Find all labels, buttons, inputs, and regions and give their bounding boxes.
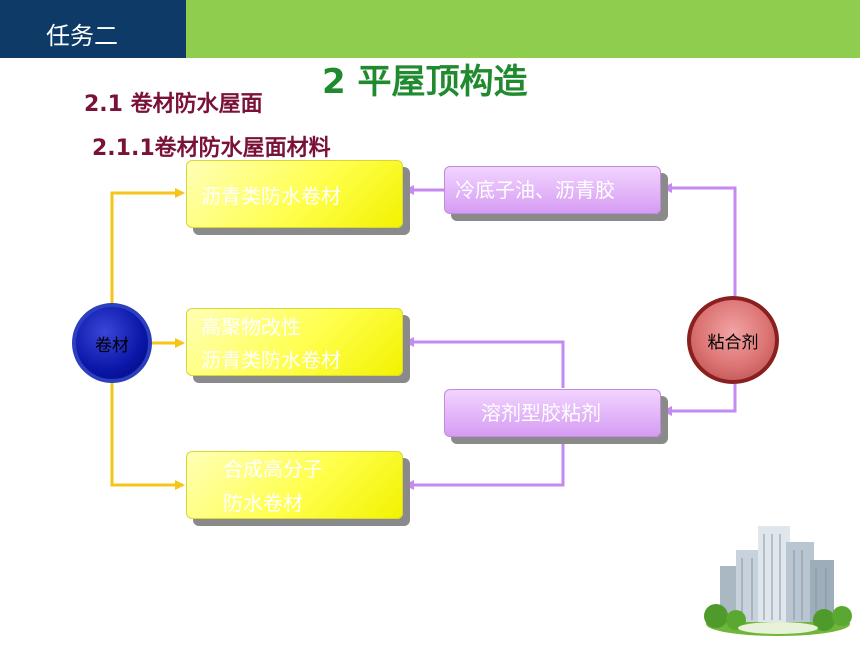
material-polymer-line2: 沥青类防水卷材 bbox=[201, 348, 341, 372]
root-node-membrane: 卷材 bbox=[72, 303, 152, 383]
binder-node: 粘合剂 bbox=[687, 296, 779, 384]
section-heading: 2.1 卷材防水屋面 bbox=[84, 92, 263, 117]
material-box-asphalt: 沥青类防水卷材 bbox=[186, 160, 403, 228]
material-synthetic-line2: 防水卷材 bbox=[223, 491, 303, 515]
page-title: 2 平屋顶构造 bbox=[322, 62, 528, 102]
subsection-heading: 2.1.1卷材防水屋面材料 bbox=[92, 136, 331, 161]
connector-adhesive-2-to-material-3 bbox=[404, 438, 565, 490]
material-box-synthetic-polymer: 合成高分子 防水卷材 bbox=[186, 451, 403, 519]
connector-binder-to-adhesive-2 bbox=[662, 384, 737, 416]
header-task-bar bbox=[0, 0, 186, 58]
task-label: 任务二 bbox=[46, 22, 118, 50]
adhesive-box-cold-primer: 冷底子油、沥青胶 bbox=[444, 166, 661, 214]
adhesive-cold-primer-label: 冷底子油、沥青胶 bbox=[455, 178, 615, 202]
connector-adhesive-2-to-material-2 bbox=[404, 337, 565, 388]
material-polymer-line1: 高聚物改性 bbox=[201, 315, 301, 339]
adhesive-box-solvent: 溶剂型胶粘剂 bbox=[444, 389, 661, 437]
header-accent-bar bbox=[186, 0, 860, 58]
connector-binder-to-adhesive-1 bbox=[662, 183, 737, 296]
connector-root-to-material-3 bbox=[110, 383, 185, 490]
adhesive-solvent-label: 溶剂型胶粘剂 bbox=[481, 401, 601, 425]
root-node-label: 卷材 bbox=[95, 335, 129, 356]
binder-node-label: 粘合剂 bbox=[707, 332, 759, 353]
connector-root-to-material-1 bbox=[110, 188, 185, 303]
material-synthetic-line1: 合成高分子 bbox=[223, 457, 323, 481]
building-illustration bbox=[704, 526, 852, 636]
material-box-polymer-modified: 高聚物改性 沥青类防水卷材 bbox=[186, 308, 403, 376]
material-asphalt-label: 沥青类防水卷材 bbox=[201, 184, 341, 208]
